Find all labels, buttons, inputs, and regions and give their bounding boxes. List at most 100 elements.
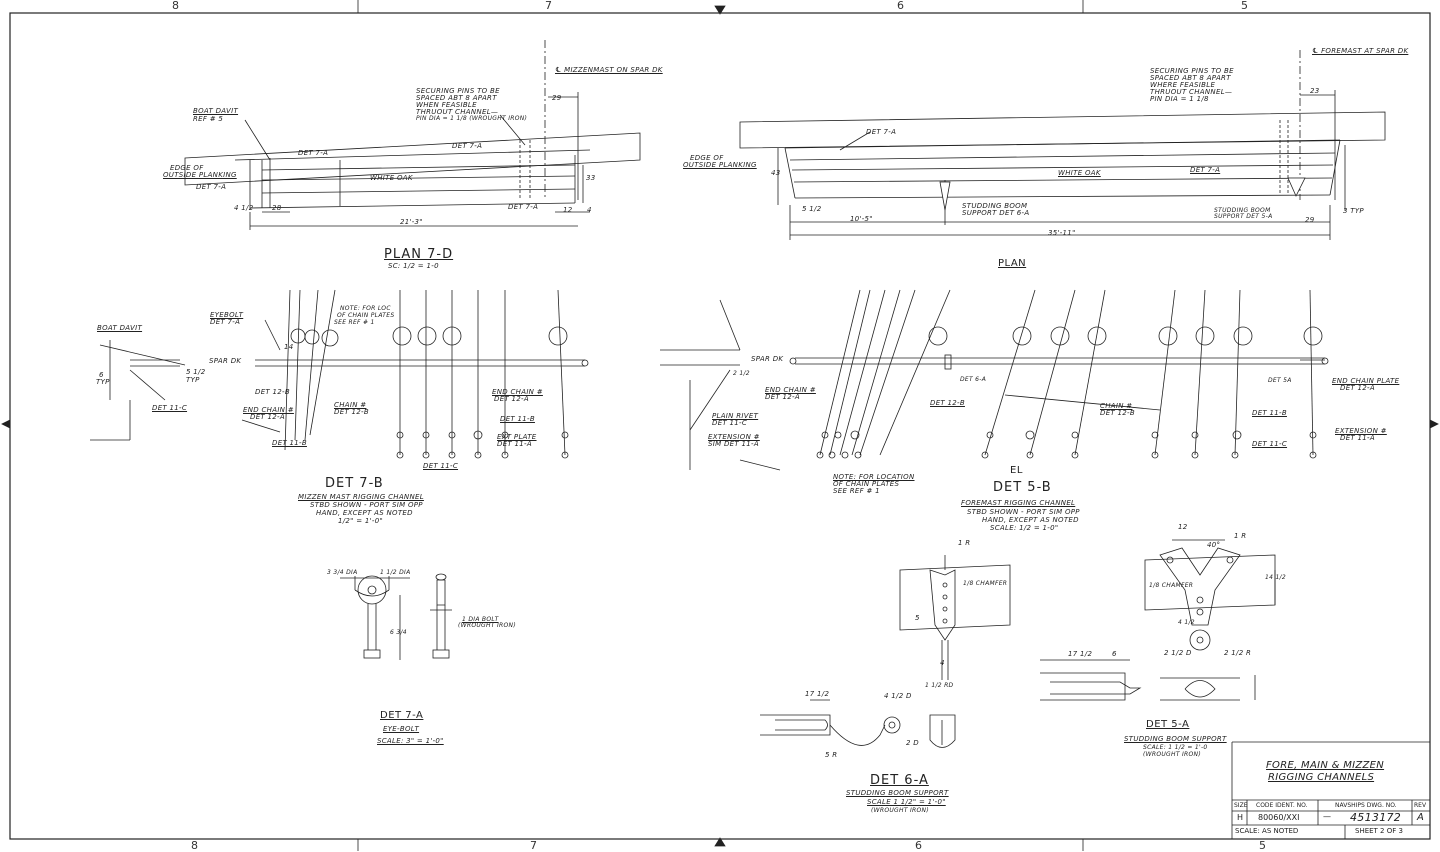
zone-top-8: 8 [172,0,179,12]
det7b-det12b: DET 12-B [255,388,290,396]
plan7d-edge-2: OUTSIDE PLANKING [163,171,237,179]
det5b-det6a: DET 6-A [960,376,987,383]
det5a-angle: 40° [1207,541,1221,549]
det7a-title: DET 7-A [380,710,424,721]
zone-bottom-8: 8 [191,839,198,852]
det7b-line-1: STBD SHOWN - PORT SIM OPP [310,501,423,509]
det5b-chain-lines [816,289,1323,459]
det7b-extplate-ref: DET 11-A [497,440,532,448]
title-block-dash: — [1323,812,1331,821]
plan7d-dim-28: 28 [272,204,282,212]
det7b-chain: CHAIN # [334,401,367,409]
title-block-dwg: 4513172 [1350,811,1402,824]
det5b-det11b: DET 11-B [1252,409,1287,417]
det7a-dim-6: 6 3/4 [390,629,407,636]
det7b-note-1: NOTE: FOR LOC [340,305,391,312]
plan7d-title: PLAN 7-D [384,247,454,262]
plan7d-boat-davit: BOAT DAVIT [193,107,239,115]
det5a-chamfer: 1/8 CHAMFER [1149,582,1194,589]
det7b-endchain2: END CHAIN # [492,388,543,396]
det5b-endchainplate-ref: DET 12-A [1340,384,1375,392]
det7b-styp: TYP [186,376,200,384]
title-block-title-2: RIGGING CHANNELS [1268,772,1375,783]
det5a-dim-14: 14 1/2 [1265,574,1286,581]
plan7d-edge: EDGE OF [170,164,204,172]
det6a-scale: SCALE 1 1/2" = 1'-0" [867,798,946,806]
det5a-sub: STUDDING BOOM SUPPORT [1124,735,1227,743]
plan7d-scale: SC: 1/2 = 1-0 [388,262,439,270]
det7a-bolt: 1 DIA BOLT [462,616,499,623]
det5b-det12b: DET 12-B [930,399,965,407]
det7b-chain-ref: DET 12-B [334,408,369,416]
det5b-line-1: STBD SHOWN - PORT SIM OPP [967,508,1080,516]
plan-dim-3typ: 3 TYP [1343,207,1364,215]
plan-dim-5: 5 1/2 [802,205,822,213]
det5b-dim-2: 2 1/2 [733,370,750,377]
det5b-extension-ref: SIM DET 11-A [708,440,759,448]
det5b-note-3: SEE REF # 1 [833,487,880,495]
title-block-h-rev: REV [1414,802,1427,809]
title-block-scale: SCALE: AS NOTED [1235,827,1299,835]
plan-studding-2: STUDDING BOOM [1214,207,1271,214]
det6a-title: DET 6-A [870,773,929,788]
det5a-dim-12: 12 [1178,523,1188,531]
zone-top-7: 7 [545,0,552,12]
det6a-r: 1 R [958,539,971,547]
det7b-det11c: DET 11-C [152,404,188,412]
plan7d-dim-21: 21'-3" [400,218,423,226]
det6a-dim-4d: 4 1/2 D [884,692,912,700]
det5b-extension2: EXTENSION # [1335,427,1387,435]
det7a-bolt-material: (WROUGHT IRON) [458,622,516,629]
title-block-h-size: SIZE [1234,802,1248,809]
plan-dim-29: 29 [1305,216,1315,224]
plan7d-dim-29: 29 [552,94,562,102]
plan-studding-1: STUDDING BOOM [962,202,1028,210]
det5b-line-2: HAND, EXCEPT AS NOTED [982,516,1079,524]
det5b-note-2: OF CHAIN PLATES [833,480,900,488]
plan-dim-10: 10'-5" [850,215,873,223]
det6a-sub: STUDDING BOOM SUPPORT [846,789,949,797]
det6a-dim-4: 4 [940,659,945,667]
plan7d-dim-4a: 4 1/2 [234,204,254,212]
plan-det7a-1: DET 7-A [866,128,897,136]
plan-title: PLAN [998,258,1027,269]
det5a-title: DET 5-A [1146,719,1190,730]
det5b-sub: FOREMAST RIGGING CHANNEL [961,499,1076,507]
det5b-note-1: NOTE: FOR LOCATION [833,473,915,481]
det5a-material: (WROUGHT IRON) [1143,751,1201,758]
title-block-rev: A [1417,812,1425,823]
plan-edge: EDGE OF [690,154,724,162]
det6a-chamfer: 1/8 CHAMFER [963,580,1008,587]
det7b-endchain-ref: DET 12-A [250,413,285,421]
det5b-endchain-ref: DET 12-A [765,393,800,401]
title-block-h-code: CODE IDENT. NO. [1256,802,1308,809]
det5b-det11c: DET 11-C [1252,440,1288,448]
plan-studding-2b: SUPPORT DET 5-A [1214,213,1273,220]
zone-bottom-7: 7 [530,839,537,852]
det5b-title: DET 5-B [993,480,1052,495]
det5b-chain-ref: DET 12-B [1100,409,1135,417]
title-block-size: H [1237,813,1244,822]
zone-bottom-5: 5 [1259,839,1266,852]
det5b-endchainplate: END CHAIN PLATE [1332,377,1400,385]
det7a-dia-1: 3 3/4 DIA [327,569,358,576]
det7b-s: 5 1/2 [186,368,206,376]
det6a-dim-5: 5 [915,614,920,622]
det5b-chain: CHAIN # [1100,402,1133,410]
det5a-scale: SCALE: 1 1/2 = 1'-0 [1143,744,1208,751]
det7b-eyebolt-ref: DET 7-A [210,318,241,326]
det5b-extension2-ref: DET 11-A [1340,434,1375,442]
plan7d-det7a-2: DET 7-A [298,149,329,157]
det6a-dim-5r: 5 R [825,751,838,759]
plan7d-det7a-4: DET 7-A [508,203,539,211]
det7a-sub: EYE-BOLT [383,725,420,733]
det7b-boat-davit: BOAT DAVIT [97,324,143,332]
det5a-dim-2d: 2 1/2 D [1164,649,1192,657]
det7b-det11b2: DET 11-B [500,415,535,423]
title-block-title-1: FORE, MAIN & MIZZEN [1266,760,1385,771]
det5b-extension: EXTENSION # [708,433,760,441]
det7b-endchain: END CHAIN # [243,406,294,414]
plan-dim-35: 35'-11" [1048,229,1076,237]
det7b-title: DET 7-B [325,476,384,491]
det5a-dim-6: 6 [1112,650,1117,658]
